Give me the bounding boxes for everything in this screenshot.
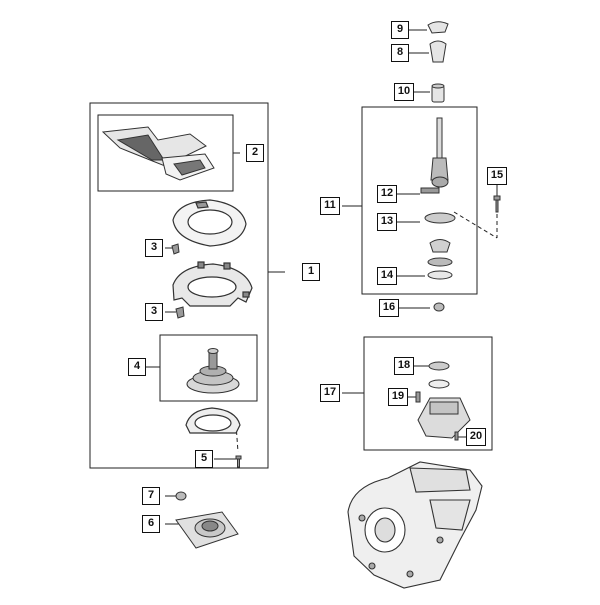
callout-13: 13 xyxy=(377,213,397,231)
callout-1: 1 xyxy=(302,263,320,281)
callout-18: 18 xyxy=(394,357,414,375)
clip-part xyxy=(171,243,185,319)
shifter-frame-part xyxy=(172,261,253,307)
callout-20: 20 xyxy=(466,428,486,446)
callout-9: 9 xyxy=(391,21,409,39)
group-frame-11 xyxy=(361,106,478,295)
callout-16: 16 xyxy=(379,299,399,317)
callout-10: 10 xyxy=(394,83,414,101)
group-frame-1 xyxy=(89,102,269,469)
transmission-case-part xyxy=(347,461,483,589)
callout-17: 17 xyxy=(320,384,340,402)
shifter-housing-part xyxy=(415,361,471,441)
callout-7: 7 xyxy=(142,487,160,505)
callout-8: 8 xyxy=(391,44,409,62)
callout-14: 14 xyxy=(377,267,397,285)
screw-part xyxy=(235,455,242,468)
shift-knob-part xyxy=(427,21,449,103)
shift-lever-part xyxy=(420,117,456,280)
callout-6: 6 xyxy=(142,515,160,533)
callout-19: 19 xyxy=(388,388,408,406)
callout-15: 15 xyxy=(487,167,507,185)
shift-boot-part xyxy=(186,348,240,394)
lower-ring-part xyxy=(185,407,241,434)
callout-4: 4 xyxy=(128,358,146,376)
callout-5: 5 xyxy=(195,450,213,468)
callout-3-upper: 3 xyxy=(145,239,163,257)
base-plate-part xyxy=(175,491,239,549)
callout-11: 11 xyxy=(320,197,340,215)
callout-2: 2 xyxy=(246,144,264,162)
bolt-part xyxy=(433,195,501,312)
group-frame-4 xyxy=(159,334,258,402)
callout-3-lower: 3 xyxy=(145,303,163,321)
boot-ring-part xyxy=(172,199,247,247)
console-bezel-part xyxy=(101,126,215,181)
callout-12: 12 xyxy=(377,185,397,203)
